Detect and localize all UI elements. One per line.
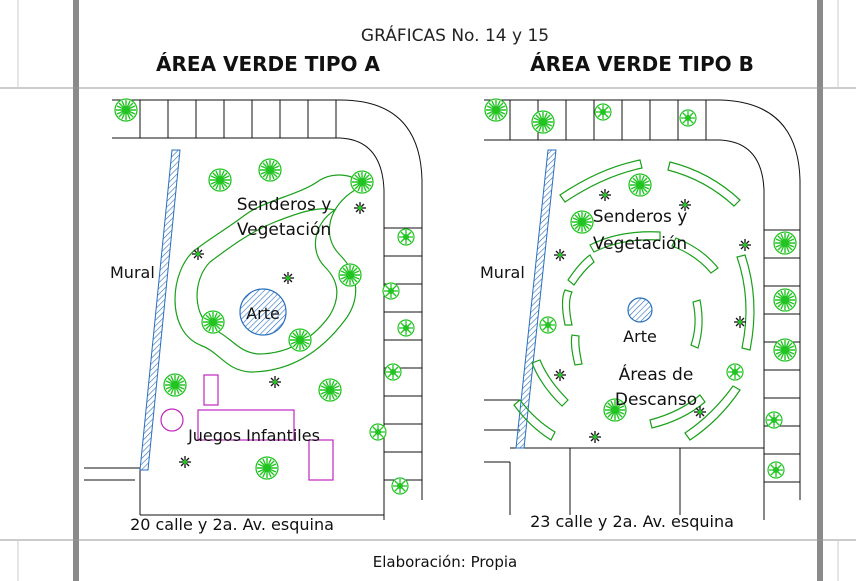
- plan-a-label-vegetation: Vegetación: [237, 220, 331, 240]
- plan-b-label-rest-1: Áreas de: [619, 363, 694, 385]
- plan-b-label-rest-2: Descanso: [615, 390, 697, 410]
- plan-a-label-art: Arte: [246, 304, 280, 323]
- plan-a-address: 20 calle y 2a. Av. esquina: [130, 515, 334, 534]
- heading-type-a: ÁREA VERDE TIPO A: [156, 52, 380, 76]
- heading-type-b: ÁREA VERDE TIPO B: [530, 52, 754, 76]
- plan-b-label-paths: Senderos y: [593, 207, 688, 227]
- plan-b-label-mural: Mural: [480, 263, 525, 282]
- plan-a-label-mural: Mural: [110, 263, 155, 282]
- plan-b-drawing: [484, 98, 801, 520]
- page-title: GRÁFICAS No. 14 y 15: [361, 24, 549, 46]
- plan-b-address: 23 calle y 2a. Av. esquina: [530, 512, 734, 531]
- plan-a-drawing: [84, 98, 423, 520]
- plan-a-labels: Senderos y Vegetación Mural Arte Juegos …: [110, 195, 334, 534]
- plan-b-labels: Senderos y Vegetación Mural Arte Áreas d…: [480, 207, 734, 531]
- plan-a-label-playground: Juegos Infantiles: [187, 426, 320, 445]
- header: GRÁFICAS No. 14 y 15 ÁREA VERDE TIPO A Á…: [156, 24, 754, 76]
- plan-b-label-art: Arte: [623, 327, 657, 346]
- plan-b-label-vegetation: Vegetación: [593, 234, 687, 254]
- source-credit: Elaboración: Propia: [373, 553, 518, 571]
- plan-a-label-paths: Senderos y: [237, 195, 332, 215]
